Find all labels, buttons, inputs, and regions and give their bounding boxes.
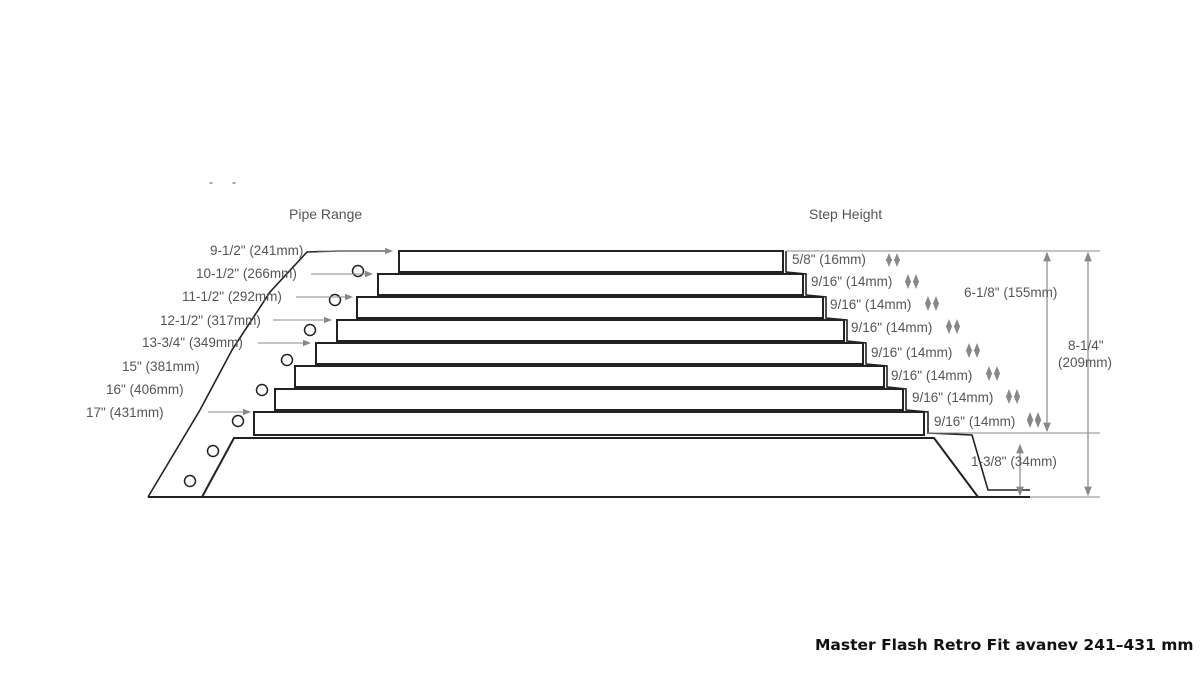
- cut-ring: [328, 293, 342, 307]
- pipe-range-labels: 9-1/2" (241mm) 10-1/2" (266mm) 11-1/2" (…: [86, 243, 393, 420]
- stray-mark: -: [209, 175, 213, 189]
- step-7: [274, 388, 904, 411]
- step-height-label: 9/16" (14mm): [851, 320, 932, 335]
- pipe-range-header: Pipe Range: [289, 206, 362, 222]
- pipe-range-label: 12-1/2" (317mm): [160, 313, 261, 328]
- pipe-range-label: 17" (431mm): [86, 405, 164, 420]
- step-height-label: 9/16" (14mm): [811, 274, 892, 289]
- overall-height-label-line2: (209mm): [1058, 355, 1112, 370]
- step-1: [398, 250, 784, 273]
- step-height-label: 9/16" (14mm): [871, 345, 952, 360]
- pipe-range-label: 15" (381mm): [122, 359, 200, 374]
- step-height-labels: 5/8" (16mm) 9/16" (14mm) 9/16" (14mm) 9/…: [792, 252, 1015, 429]
- step-height-label: 9/16" (14mm): [912, 390, 993, 405]
- cut-ring: [183, 474, 197, 488]
- cut-ring: [206, 444, 220, 458]
- step-height-label: 9/16" (14mm): [934, 414, 1015, 429]
- total-steps-height-label: 6-1/8" (155mm): [964, 285, 1057, 300]
- step-3: [356, 296, 824, 319]
- stray-mark: -: [232, 175, 236, 189]
- step-height-label: 9/16" (14mm): [891, 368, 972, 383]
- pipe-range-label: 9-1/2" (241mm): [210, 243, 303, 258]
- pipe-range-label: 13-3/4" (349mm): [142, 335, 243, 350]
- overall-dimension-lines: [1016, 251, 1092, 497]
- step-6: [294, 365, 885, 388]
- step-height-header: Step Height: [809, 206, 882, 222]
- step-5: [315, 342, 864, 365]
- product-caption: Master Flash Retro Fit avanev 241–431 mm: [815, 636, 1194, 654]
- cut-ring: [280, 353, 294, 367]
- step-height-dimension-lines: [786, 250, 1100, 498]
- step-height-label: 5/8" (16mm): [792, 252, 866, 267]
- pipe-range-label: 11-1/2" (292mm): [182, 289, 282, 304]
- pipe-range-label: 10-1/2" (266mm): [196, 266, 297, 281]
- overall-height-label-line1: 8-1/4": [1068, 338, 1104, 353]
- step-8: [253, 411, 925, 436]
- step-2: [377, 273, 804, 296]
- cut-ring: [351, 264, 365, 278]
- base-height-label: 1-3/8" (34mm): [971, 454, 1057, 469]
- cut-ring: [303, 323, 317, 337]
- left-edge-profile: [147, 250, 390, 498]
- pipe-range-label: 16" (406mm): [106, 382, 184, 397]
- cut-ring: [231, 414, 245, 428]
- cut-ring: [255, 383, 269, 397]
- cut-guide-rings: [183, 264, 365, 488]
- step-4: [336, 319, 845, 342]
- flashing-base: [201, 437, 979, 498]
- step-height-label: 9/16" (14mm): [830, 297, 911, 312]
